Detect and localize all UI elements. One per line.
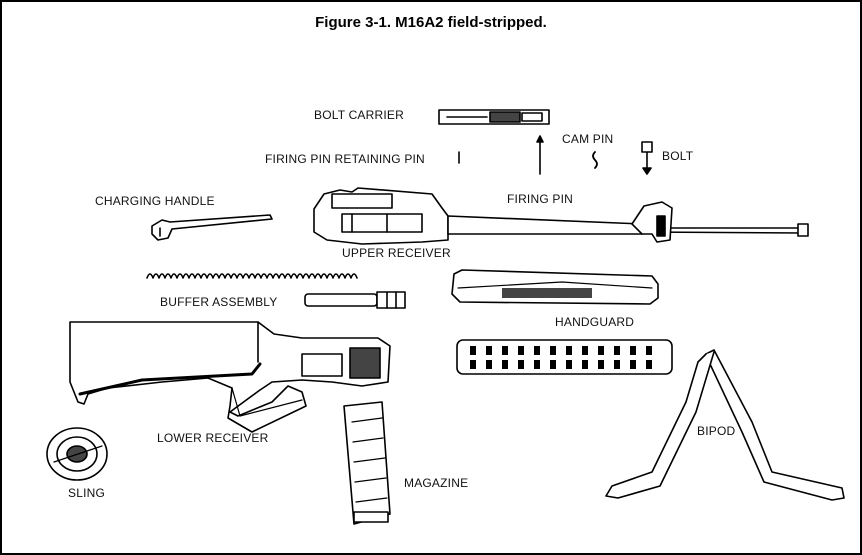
label-magazine: MAGAZINE [404,476,469,490]
label-bolt-carrier: BOLT CARRIER [314,108,404,122]
bipod-part [605,349,845,501]
figure-title: Figure 3-1. M16A2 field-stripped. [315,14,547,31]
lower-receiver-part [69,321,391,433]
handguard-top-part [451,269,659,305]
label-sling: SLING [68,486,106,500]
label-firing-pin-retaining-pin: FIRING PIN RETAINING PIN [265,152,425,166]
label-firing-pin: FIRING PIN [507,192,574,206]
handguard-bottom-part [456,339,673,375]
buffer-part [304,291,406,309]
sling-part [46,427,108,481]
buffer-spring-part [146,273,358,279]
label-upper-receiver: UPPER RECEIVER [342,246,451,260]
label-handguard: HANDGUARD [555,315,635,329]
label-buffer-assembly: BUFFER ASSEMBLY [160,295,278,309]
bolt-part [641,141,653,175]
magazine-part [343,401,391,525]
charging-handle-part [151,214,273,241]
label-cam-pin: CAM PIN [562,132,614,146]
cam-pin-part [592,151,598,169]
label-charging-handle: CHARGING HANDLE [95,194,215,208]
label-bipod: BIPOD [697,424,736,438]
label-bolt: BOLT [662,149,694,163]
bolt-carrier-part [438,109,550,125]
upper-receiver-part [313,187,809,245]
label-lower-receiver: LOWER RECEIVER [157,431,269,445]
firing-pin-part [536,135,544,175]
